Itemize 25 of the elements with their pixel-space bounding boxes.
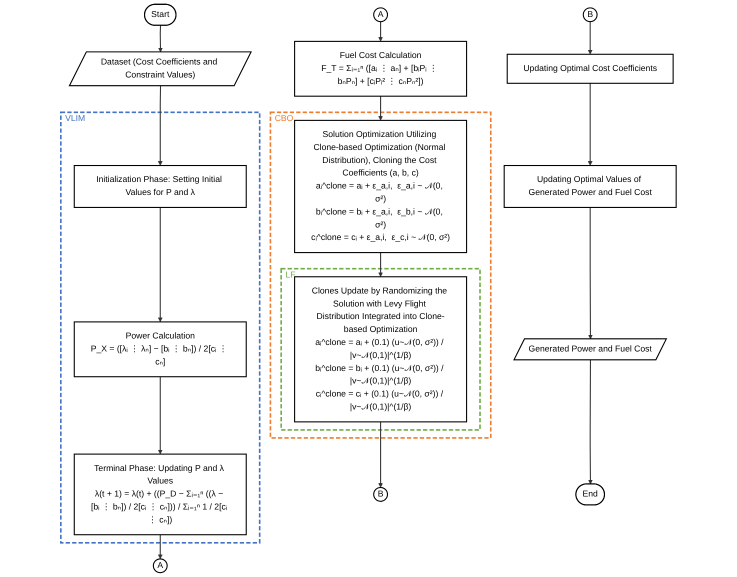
node-box: Updating Optimal Values of Generated Power and Fuel Cost — [504, 164, 677, 208]
arrow — [378, 96, 383, 121]
arrow — [158, 376, 163, 454]
arrow — [378, 22, 383, 42]
arrow — [588, 360, 593, 484]
node-circle: A — [373, 7, 388, 22]
arrow — [378, 252, 383, 277]
node-box: Power Calculation P_X = ([λᵢ ⋮ λₙ] − [bᵢ ⋮ bₙ]) / 2[cᵢ ⋮ cₙ] — [74, 321, 247, 378]
node-box: Updating Optimal Cost Coefficients — [506, 54, 674, 84]
arrow — [158, 207, 163, 322]
arrow — [378, 422, 383, 488]
arrow — [158, 86, 163, 166]
node-box: Fuel Cost Calculation F_T = Σᵢ₌₁ⁿ ([aᵢ ⋮ aₙ] + [bᵢPᵢ ⋮ bₙPₙ] + [cᵢPᵢ² ⋮ cₙPₙ²]) — [294, 40, 468, 97]
node-box: Initialization Phase: Setting Initial Values for P and λ — [74, 164, 247, 208]
node-circle: B — [373, 486, 388, 502]
arrow — [588, 207, 593, 340]
arrow — [588, 22, 593, 54]
arrow — [158, 26, 163, 52]
node-box: Terminal Phase: Updating P and λ Values λ(t + 1) = λ(t) + ((P_D − Σᵢ₌₁ⁿ ((λ − [bᵢ ⋮ bₙ]) / 2[cᵢ ⋮ cₙ])) / Σᵢ₌₁ⁿ 1 / 2[cᵢ ⋮ cₙ]) — [74, 454, 247, 536]
node-box: Solution Optimization Utilizing Clone-based Optimization (Normal Distribution), Cloning the Cost Coefficients (a, b, c) aᵢ^clone = aᵢ + ε_a,i, ε_a,i ~ 𝒩(0, σ²) bᵢ^clone = bᵢ + ε_a,i, ε_b,i ~ 𝒩(0, σ²) cᵢ^clone = cᵢ + ε_a,i, ε_c,i ~ 𝒩(0, σ²) — [294, 120, 468, 254]
arrow — [588, 83, 593, 166]
node-box: Clones Update by Randomizing the Solution with Levy Flight Distribution Integrated into Clone-based Optimization aᵢ^clone = aᵢ + (0.1) (u~𝒩(0, σ²)) / |v~𝒩(0,1)|^(1/β) bᵢ^clone = bᵢ + (0.1) (u~𝒩(0, σ²)) / |v~𝒩(0,1)|^(1/β) cᵢ^clone = cᵢ + (0.1) (u~𝒩(0, σ²)) / |v~𝒩(0,1)|^(1/β) — [294, 276, 468, 422]
arrow — [158, 534, 163, 560]
node-circle: B — [582, 7, 598, 22]
node-circle: A — [152, 558, 168, 574]
